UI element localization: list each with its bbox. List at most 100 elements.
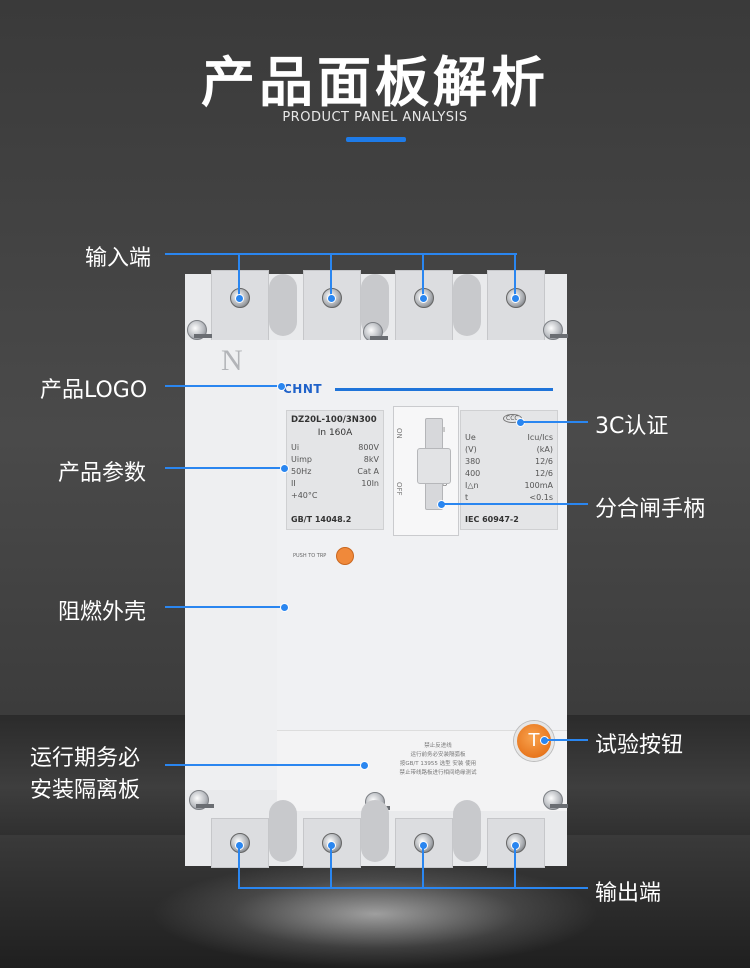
terminal-slot [453,800,481,862]
param-value: 10In [361,479,379,488]
spec-key: Ue [465,433,476,442]
warning-line: 按GB/T 13955 选型 安装 使用 [399,761,477,767]
push-to-trip-label: PUSH TO TRP [293,553,327,559]
title-accent-bar [346,137,406,142]
callout-line [330,845,332,889]
floor-light [150,860,600,968]
spec-key: I△n [465,481,479,490]
iec-standard: IEC 60947-2 [465,515,519,524]
mount-screw [189,790,214,810]
spec-row: I△n 100mA [465,481,553,491]
rating-label: DZ20L-100/3N300 In 160A Ui 800V Uimp 8kV 5… [286,410,384,530]
terminal-slot [361,800,389,862]
spec-value: 12/6 [535,457,553,466]
brand-stripe [335,388,553,391]
callout-line [165,253,517,255]
callout-line [514,845,516,889]
callout-ccc: 3C认证 [595,414,669,439]
warning-text: 禁止反进线 运行前务必安装隔弧板 按GB/T 13955 选型 安装 使用 禁止… [383,742,493,778]
spec-key: t [465,493,469,502]
mount-screw [543,790,568,810]
param-key: +40°C [291,491,318,500]
callout-line [238,845,240,889]
warning-line: 运行前务必安装隔弧板 [410,752,466,758]
callout-line [165,764,363,766]
callout-line [441,503,588,505]
terminal-slot [453,274,481,336]
callout-line [238,253,240,298]
circuit-breaker: N CHNT DZ20L-100/3N300 In 160A Ui 800V Ui… [185,270,568,868]
brand-logo: CHNT [283,382,323,396]
callout-line [330,253,332,298]
callout-baffle-line2: 安装隔离板 [30,778,141,803]
callout-housing: 阻燃外壳 [58,600,147,625]
callout-baffle-line1: 运行期务必 [30,746,141,771]
handle-o-mark: O [442,480,448,488]
handle-i-mark: I [443,426,446,434]
param-row: Ui 800V [291,443,379,453]
page-subtitle: PRODUCT PANEL ANALYSIS [282,110,468,125]
callout-dot [360,761,369,770]
left-rail [185,340,278,790]
spec-value: Icu/Ics [527,433,553,442]
param-key: Uimp [291,455,312,464]
page-title: 产品面板解析 [201,51,549,114]
callout-line [165,467,283,469]
callout-line [544,739,588,741]
callout-dot [280,603,289,612]
callout-line [422,845,424,889]
mount-screw [543,320,568,340]
spec-row: Ue Icu/Ics [465,433,553,443]
spec-value: (kA) [536,445,553,454]
spec-value: 12/6 [535,469,553,478]
callout-dot [280,464,289,473]
handle-off-label: OFF [395,482,403,496]
neutral-mark: N [221,344,243,377]
terminal-slot [269,274,297,336]
callout-dot [511,294,520,303]
current-rating: In 160A [317,428,353,438]
spec-row: 400 12/6 [465,469,553,479]
warning-line: 禁止带线路板进行相间绝缘测试 [399,770,477,776]
standard-code: GB/T 14048.2 [291,515,352,524]
callout-handle: 分合闸手柄 [595,497,706,522]
callout-line [520,421,588,423]
spec-row: 380 12/6 [465,457,553,467]
callout-params: 产品参数 [58,461,147,486]
callout-output-terminal: 输出端 [595,881,662,906]
callout-dot [327,294,336,303]
callout-line [165,606,283,608]
spec-value: <0.1s [529,493,553,502]
param-row: Uimp 8kV [291,455,379,465]
param-value: Cat A [357,467,379,476]
callout-dot [235,294,244,303]
param-key: II [291,479,296,488]
callout-dot [277,382,286,391]
param-row: +40°C [291,491,379,501]
callout-line [422,253,424,298]
callout-line [514,253,516,298]
mount-screw [187,320,212,340]
callout-line [238,887,588,889]
handle-on-label: ON [395,428,403,439]
spec-row: (V) (kA) [465,445,553,455]
spec-key: 400 [465,469,481,478]
model-number: DZ20L-100/3N300 [291,415,377,425]
callout-line [165,385,280,387]
spec-value: 100mA [524,481,553,490]
param-key: Ui [291,443,300,452]
push-to-trip-button[interactable] [336,547,354,565]
param-value: 800V [358,443,379,452]
handle-grip[interactable] [417,448,451,484]
callout-dot [419,294,428,303]
spec-key: 380 [465,457,481,466]
callout-test-button: 试验按钮 [595,733,684,758]
param-value: 8kV [363,455,379,464]
spec-row: t <0.1s [465,493,553,503]
terminal-slot [269,800,297,862]
spec-key: (V) [465,445,477,454]
callout-logo: 产品LOGO [40,378,148,403]
warning-line: 禁止反进线 [424,743,452,749]
